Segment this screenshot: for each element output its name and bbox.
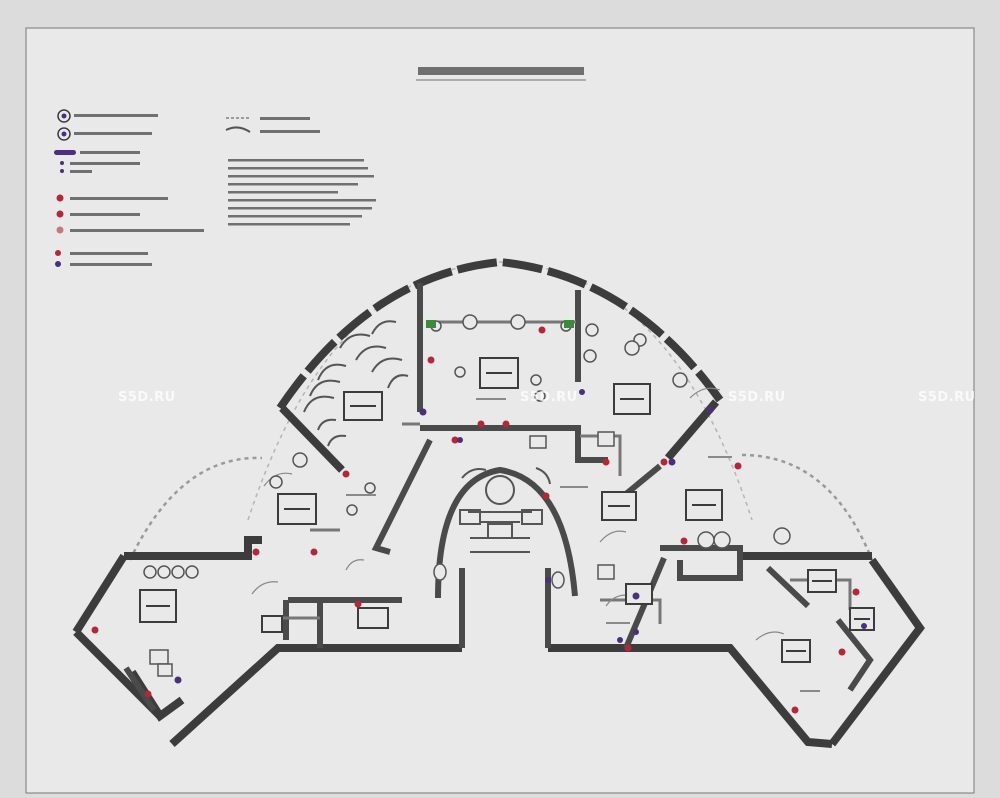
inner-walls — [123, 283, 874, 712]
table-with-chairs-icon — [807, 569, 837, 593]
legend-row — [57, 127, 152, 141]
wall-right-rooms — [660, 545, 743, 581]
wall-bottom-right — [548, 644, 833, 748]
table-with-chairs-icon — [601, 491, 637, 521]
partition-walls — [272, 320, 852, 624]
dashed-outline — [128, 261, 874, 561]
watermark-left: S5D.RU — [118, 390, 176, 405]
purple-dot-icon — [55, 261, 61, 267]
oval-bar-icon — [54, 150, 76, 155]
table-with-chairs-icon — [261, 615, 283, 633]
furniture — [139, 357, 875, 663]
center-seating — [459, 467, 551, 553]
wall-center-ring — [435, 466, 578, 599]
table-with-chairs-icon — [277, 493, 317, 525]
red-dot-icon — [56, 226, 64, 234]
wall-right-wing — [740, 552, 925, 747]
sheet-border — [25, 27, 975, 794]
red-dot-icon — [55, 250, 61, 256]
table-with-chairs-icon — [849, 607, 875, 631]
sofa-icon — [303, 320, 409, 447]
legend-row — [60, 161, 140, 173]
legend-row — [56, 226, 204, 234]
red-markers — [91, 326, 860, 714]
table-with-chairs-icon — [139, 589, 177, 623]
legend-row — [56, 210, 140, 218]
dashed-arc-right — [741, 453, 874, 561]
small-dot-icon — [60, 169, 64, 173]
table-with-chairs-icon — [685, 489, 723, 521]
legend-row — [54, 150, 140, 155]
table-with-chairs-icon — [625, 583, 653, 605]
table-with-chairs-icon — [613, 383, 651, 415]
wall-dome-arc — [276, 257, 724, 411]
watermark-right: S5D.RU — [918, 390, 976, 405]
outer-walls — [72, 257, 925, 748]
plan-title-unreadable — [416, 67, 586, 81]
wall-right-wing-inner — [765, 565, 874, 692]
legend-row — [57, 109, 158, 123]
red-dot-icon — [56, 210, 64, 218]
legend-row — [56, 194, 168, 202]
room-labels-unreadable — [346, 398, 820, 692]
purple-markers — [174, 389, 867, 684]
wall-left-wing-inner2 — [123, 666, 157, 712]
wall-center-corridor — [420, 425, 608, 463]
dashed-arc-inner — [247, 261, 753, 521]
table-with-chairs-icon — [781, 639, 811, 663]
legend-row — [55, 250, 152, 267]
green-markers — [426, 320, 574, 328]
door-swing-icon — [251, 387, 785, 641]
red-dot-icon — [56, 194, 64, 202]
line-type-legend — [225, 117, 320, 133]
table-with-chairs-icon — [479, 357, 519, 389]
small-dot-icon — [60, 161, 64, 165]
table-with-chairs-icon — [357, 607, 389, 629]
dashed-arc-left — [128, 456, 263, 561]
wall-left-upper — [279, 405, 345, 473]
arc-line-icon — [225, 126, 251, 133]
table-with-chairs-icon — [343, 391, 383, 421]
watermark-center: S5D.RU — [520, 390, 578, 405]
notes-block-unreadable — [228, 159, 376, 226]
wall-left-rooms — [283, 597, 402, 648]
watermark-right-inner: S5D.RU — [728, 390, 786, 405]
legend — [54, 109, 204, 267]
sink-icon — [149, 431, 615, 677]
wall-diagonal-left — [371, 438, 433, 555]
chair-icon — [143, 314, 791, 579]
wall-bottom-left — [169, 644, 462, 747]
